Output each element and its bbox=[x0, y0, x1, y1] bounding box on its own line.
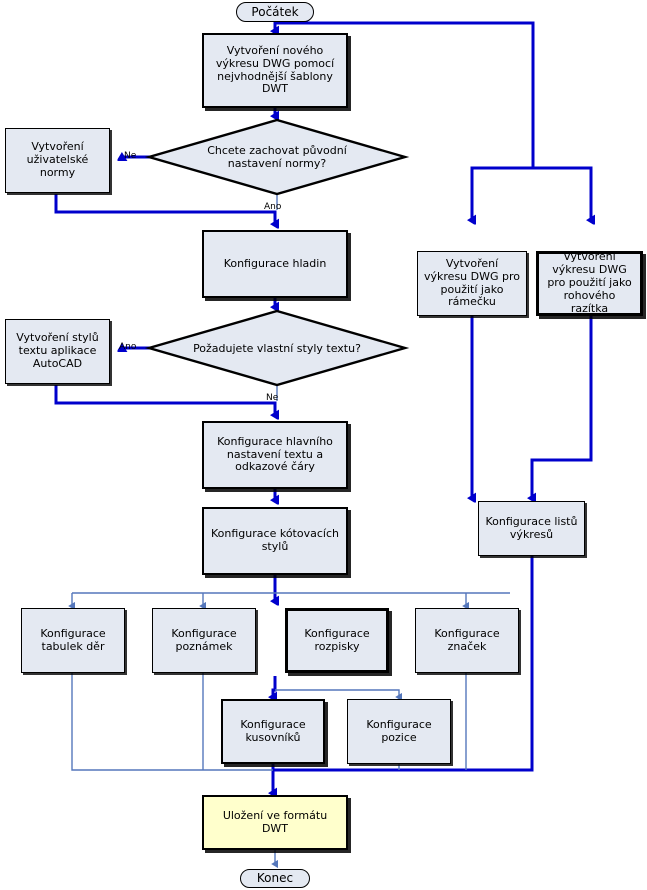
node-sheets[interactable]: Konfigurace listů výkresů bbox=[478, 501, 585, 556]
node-border-dwg[interactable]: Vytvoření výkresu DWG pro použití jako r… bbox=[417, 251, 527, 316]
node-balloons-label: Konfigurace pozice bbox=[366, 717, 432, 744]
node-border-dwg-label: Vytvoření výkresu DWG pro použití jako r… bbox=[424, 256, 520, 309]
node-symbols[interactable]: Konfigurace značek bbox=[415, 608, 519, 673]
node-titleblock-dwg-label: Vytvoření výkresu DWG pro použití jako r… bbox=[547, 250, 632, 315]
node-hole-tables-label: Konfigurace tabulek děr bbox=[40, 626, 106, 653]
node-title-block-label: Konfigurace rozpisky bbox=[304, 626, 370, 653]
node-autocad-textstyles[interactable]: Vytvoření stylů textu aplikace AutoCAD bbox=[5, 319, 110, 384]
node-symbols-label: Konfigurace značek bbox=[434, 626, 500, 653]
node-end[interactable]: Konec bbox=[240, 869, 310, 888]
node-autocad-textstyles-label: Vytvoření stylů textu aplikace AutoCAD bbox=[16, 331, 99, 370]
node-user-standard-label: Vytvoření uživatelské normy bbox=[26, 140, 89, 179]
node-title-block[interactable]: Konfigurace rozpisky bbox=[285, 608, 389, 673]
node-main-text-label: Konfigurace hlavního nastavení textu a o… bbox=[217, 434, 333, 474]
node-dim-styles-label: Konfigurace kótovacích stylů bbox=[211, 527, 339, 553]
node-notes-label: Konfigurace poznámek bbox=[171, 626, 237, 653]
node-create-dwg[interactable]: Vytvoření nového výkresu DWG pomocí nejv… bbox=[202, 33, 348, 108]
node-parts-list-label: Konfigurace kusovníků bbox=[240, 717, 306, 744]
node-sheets-label: Konfigurace listů výkresů bbox=[485, 514, 578, 541]
node-start[interactable]: Počátek bbox=[236, 2, 314, 22]
node-user-standard[interactable]: Vytvoření uživatelské normy bbox=[5, 128, 110, 193]
node-start-label: Počátek bbox=[251, 4, 299, 19]
edge-label-standard-yes: Ano bbox=[264, 202, 282, 212]
edge-label-textstyles-yes: Ano bbox=[119, 342, 137, 352]
node-balloons[interactable]: Konfigurace pozice bbox=[347, 699, 451, 764]
node-hole-tables[interactable]: Konfigurace tabulek děr bbox=[21, 608, 125, 673]
node-main-text[interactable]: Konfigurace hlavního nastavení textu a o… bbox=[202, 421, 348, 489]
node-save-dwt[interactable]: Uložení ve formátu DWT bbox=[202, 795, 348, 850]
node-dim-styles[interactable]: Konfigurace kótovacích stylů bbox=[202, 507, 348, 575]
node-create-dwg-label: Vytvoření nového výkresu DWG pomocí nejv… bbox=[215, 43, 335, 96]
node-layers-label: Konfigurace hladin bbox=[223, 256, 327, 270]
edge-label-textstyles-no: Ne bbox=[266, 393, 279, 403]
edge-label-standard-no: Ne bbox=[124, 151, 137, 161]
node-parts-list[interactable]: Konfigurace kusovníků bbox=[221, 699, 325, 764]
node-end-label: Konec bbox=[256, 871, 294, 886]
node-titleblock-dwg[interactable]: Vytvoření výkresu DWG pro použití jako r… bbox=[536, 250, 643, 316]
node-save-dwt-label: Uložení ve formátu DWT bbox=[222, 808, 328, 835]
node-notes[interactable]: Konfigurace poznámek bbox=[152, 608, 256, 673]
node-layers[interactable]: Konfigurace hladin bbox=[202, 230, 348, 298]
